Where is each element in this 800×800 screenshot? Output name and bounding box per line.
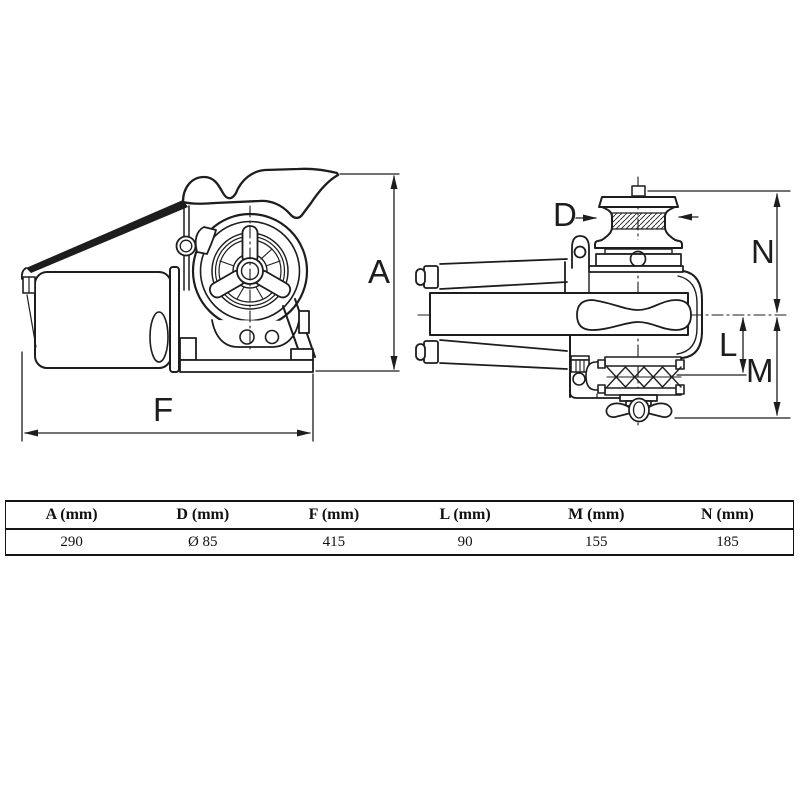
drum-rope-band [611, 212, 666, 230]
technical-drawing: A F [20, 167, 791, 442]
front-view-drawing: D N L M [415, 176, 791, 430]
table-value-a: 290 [60, 533, 83, 550]
tie-rod-lower [415, 339, 568, 370]
table-value-d: Ø 85 [187, 533, 218, 550]
dimension-label-n: N [751, 233, 775, 270]
table-value-l: 90 [457, 533, 473, 550]
dimension-L [676, 317, 747, 376]
dimension-D [575, 213, 699, 222]
wing-nut [605, 394, 673, 423]
lower-bracket [211, 319, 300, 348]
pawl [194, 226, 217, 255]
chain-link-pattern [606, 366, 682, 388]
dimension-label-f: F [153, 391, 173, 428]
dimension-label-d: D [553, 196, 577, 233]
capstan-drum [588, 185, 684, 273]
base-plate [179, 310, 314, 373]
bolt [264, 329, 280, 345]
dimension-label-m: M [746, 352, 774, 389]
main-body [429, 270, 703, 398]
side-view-drawing: A F [20, 167, 400, 442]
dimension-A [315, 173, 400, 372]
table-value-row: 290 Ø 85 415 90 155 185 [6, 530, 793, 556]
table-header-d: D (mm) [176, 506, 230, 523]
table-value-n: 185 [716, 533, 739, 550]
cap [175, 235, 197, 257]
dimension-N [647, 190, 791, 313]
table-value-m: 155 [585, 533, 608, 550]
lug-bracket [564, 235, 590, 294]
table-header-f: F (mm) [308, 506, 360, 523]
tie-rod-upper [415, 258, 568, 290]
table-header-n: N (mm) [701, 506, 754, 523]
foot-bracket [569, 389, 623, 399]
motor-body [22, 266, 180, 373]
table-header-m: M (mm) [568, 506, 625, 523]
table-header-row: A (mm) D (mm) F (mm) L (mm) M (mm) N (mm… [6, 500, 793, 530]
bolt [239, 329, 255, 345]
dimension-label-l: L [719, 326, 737, 363]
hawse-slot [576, 299, 692, 331]
cover-edge [26, 200, 188, 273]
table-value-f: 415 [322, 533, 346, 550]
dimension-M [674, 317, 791, 419]
dimension-F [21, 351, 314, 442]
dimensions-table: A (mm) D (mm) F (mm) L (mm) M (mm) N (mm… [5, 500, 794, 556]
gypsy-chain-wheel [570, 355, 685, 396]
table-header-l: L (mm) [439, 506, 491, 523]
table-header-a: A (mm) [45, 506, 98, 523]
dimension-label-a: A [368, 253, 390, 290]
handle [181, 167, 340, 220]
